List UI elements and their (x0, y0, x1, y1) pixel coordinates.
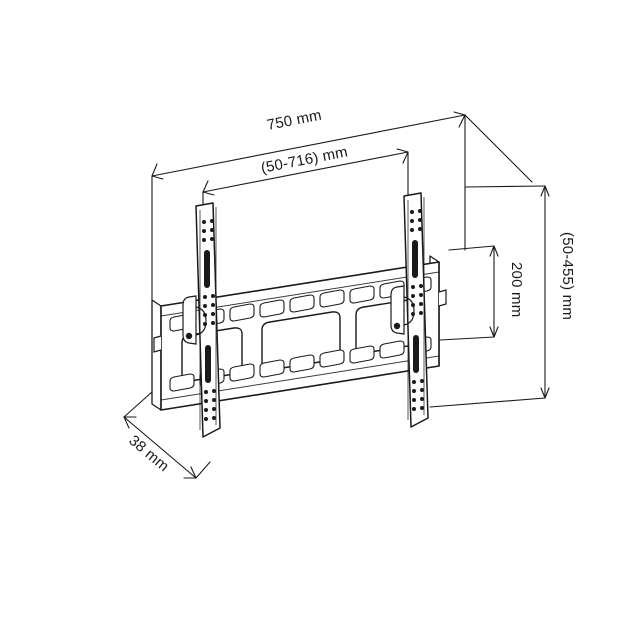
vertical-rail-left-holes (202, 219, 216, 421)
vertical-rail-left-body (195, 202, 221, 438)
dimension-overall-width (151, 111, 466, 301)
wall-plate-right-notch (438, 289, 447, 307)
dimension-mounting-width (202, 148, 409, 216)
dimension-lines (123, 111, 550, 479)
wall-plate (153, 261, 447, 411)
vertical-rail-right-slots (412, 240, 419, 373)
dimension-label-mounting-height: 200 mm (508, 262, 525, 317)
tilt-lock-left (182, 295, 207, 345)
vertical-rail-left-slots (204, 250, 211, 383)
dimension-label-height-range: (50-455) mm (559, 232, 576, 320)
wall-plate-left-notch (153, 335, 162, 353)
vertical-rail-right (390, 192, 429, 428)
dimension-depth (123, 391, 211, 479)
vertical-rail-right-body (403, 192, 429, 428)
vertical-rail-right-edges (407, 197, 425, 420)
dimension-height-range (429, 114, 550, 408)
vertical-rail-left-edges (199, 207, 217, 430)
dimension-mounting-height (439, 245, 499, 341)
wall-mount-bracket (151, 192, 447, 438)
tilt-lock-right (390, 285, 415, 335)
vertical-rail-left (182, 202, 221, 438)
